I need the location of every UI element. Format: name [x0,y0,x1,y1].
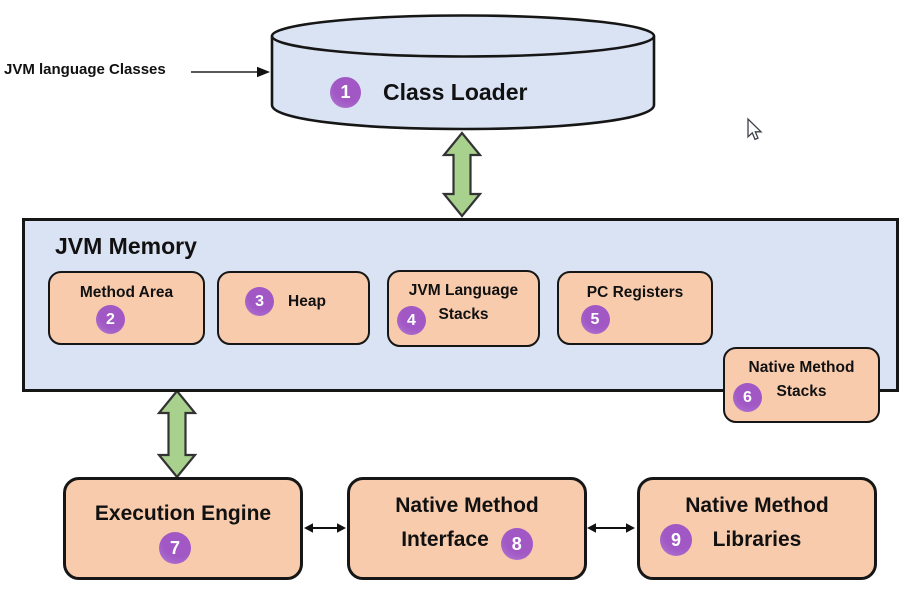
step-badge-8: 8 [500,528,533,560]
jvm-memory-panel: JVM Memory Method Area 2 3 Heap JVM Lang… [22,218,899,423]
execution-engine-box: Execution Engine 7 [63,477,303,580]
execution-engine-label: Execution Engine [94,502,272,525]
native-method-stacks-label-line1: Native Method [748,359,855,376]
double-arrow-ee-nmi [304,523,346,533]
native-method-interface-label-line2: Interface [401,528,489,551]
pc-registers-box: PC Registers 5 [557,271,713,345]
step-badge-3: 3 [245,287,275,316]
method-area-label: Method Area [79,284,174,301]
native-method-stacks-box: Native Method Stacks 6 [723,347,880,423]
jvm-language-stacks-label-line2: Stacks [438,306,489,323]
step-badge-7: 7 [159,532,191,564]
class-loader-label: Class Loader [383,79,528,105]
pc-registers-label: PC Registers [586,284,684,301]
jvm-language-stacks-box: JVM Language Stacks 4 [387,270,540,347]
step-badge-4: 4 [397,306,426,335]
input-arrow [191,66,270,78]
step-badge-2: 2 [96,305,125,334]
heap-box: 3 Heap [217,271,370,345]
native-method-interface-label-line1: Native Method [395,494,539,517]
method-area-box: Method Area 2 [48,271,205,345]
native-method-stacks-label-line2: Stacks [776,383,827,400]
native-method-libraries-box: Native Method 9 Libraries [637,477,877,580]
jvm-language-stacks-label-line1: JVM Language [408,282,519,299]
jvm-language-classes-label: JVM language Classes [4,61,166,78]
native-method-libraries-label-line2: Libraries [712,528,802,551]
double-arrow-nmi-nml [587,523,635,533]
step-badge-5: 5 [580,305,610,334]
step-badge-9: 9 [660,524,692,556]
step-badge-6: 6 [733,383,762,412]
cylinder-shape [270,14,656,131]
step-badge-1: 1 [330,77,361,108]
green-double-arrow-top [441,131,483,218]
jvm-memory-title: JVM Memory [55,233,197,259]
native-method-interface-box: Native Method Interface 8 [347,477,587,580]
heap-label: Heap [288,292,326,310]
mouse-cursor-icon [747,117,763,141]
class-loader-node: 1 Class Loader [330,77,527,108]
green-double-arrow-bottom [156,389,198,479]
native-method-libraries-label-line1: Native Method [685,494,829,517]
